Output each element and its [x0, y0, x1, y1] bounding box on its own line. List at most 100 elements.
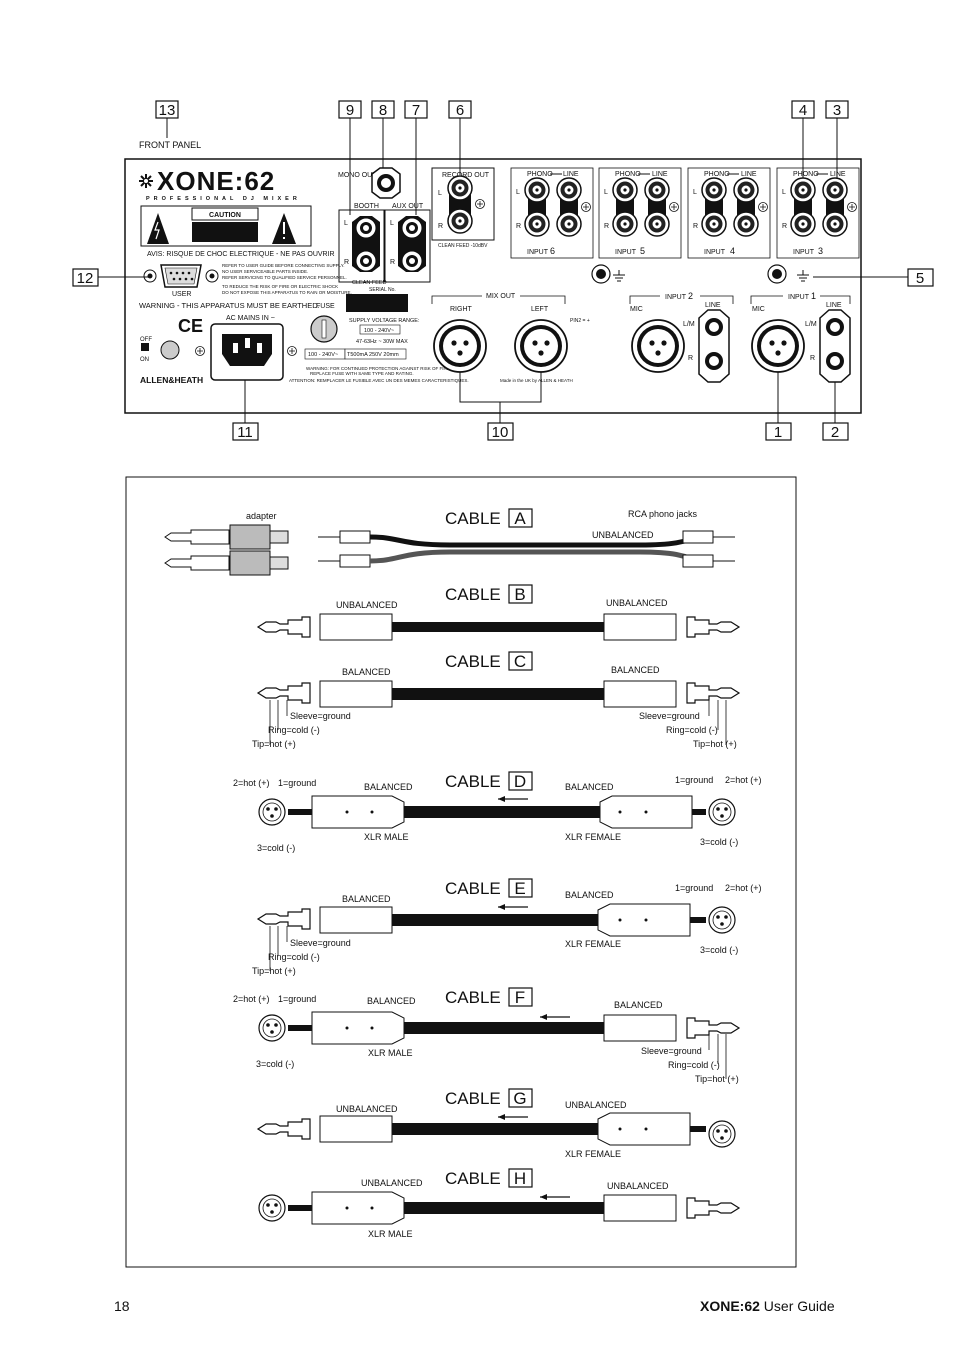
cable-b: CABLE B UNBALANCED UNBALANCED — [257, 584, 740, 641]
aux-out-label: AUX OUT — [392, 203, 424, 210]
warning-label: CAUTION — [140, 205, 312, 247]
svg-text:H: H — [514, 1169, 526, 1188]
svg-text:INPUT: INPUT — [527, 249, 549, 256]
record-out-jacks[interactable] — [447, 175, 473, 234]
cable-a: CABLE A adapter RCA phono jacks UNBALANC… — [164, 508, 735, 576]
svg-text:R: R — [344, 259, 349, 266]
avis-text: AVIS: RISQUE DE CHOC ELECTRIQUE - NE PAS… — [147, 251, 335, 258]
arrow-left-icon — [498, 904, 505, 910]
footer-guide: User Guide — [759, 1298, 835, 1314]
svg-text:2=hot (+): 2=hot (+) — [725, 775, 762, 785]
input-6-phono-r[interactable] — [524, 211, 550, 237]
ground-post-left[interactable] — [591, 264, 625, 284]
svg-text:MIC: MIC — [752, 306, 765, 313]
screw-icon — [287, 346, 297, 356]
fuse-holder[interactable] — [310, 315, 338, 343]
cable-h: CABLE H UNBALANCED UNBALANCED XLR MALE — [258, 1168, 740, 1239]
footer-title: XONE:62 User Guide — [700, 1298, 835, 1314]
svg-text:L: L — [344, 220, 348, 227]
svg-text:INPUT: INPUT — [665, 294, 687, 301]
input-6-line-l[interactable] — [556, 177, 582, 203]
input-5-line-r[interactable] — [644, 211, 670, 237]
input-3-line-l[interactable] — [822, 177, 848, 203]
svg-text:ON: ON — [140, 357, 149, 363]
svg-text:L: L — [516, 189, 520, 196]
svg-text:UNBALANCED: UNBALANCED — [607, 1181, 669, 1191]
mix-out-left-xlr[interactable] — [514, 319, 568, 373]
input-3-phono-r[interactable] — [790, 211, 816, 237]
svg-text:Sleeve=ground: Sleeve=ground — [290, 711, 351, 721]
iec-mains-socket[interactable] — [210, 323, 284, 381]
ground-post-right[interactable] — [767, 264, 809, 284]
svg-text:RIGHT: RIGHT — [450, 306, 473, 313]
input-6-line-r[interactable] — [556, 211, 582, 237]
callout-3: 3 — [825, 100, 849, 178]
svg-text:CAUTION: CAUTION — [209, 212, 241, 219]
input-5-line-l[interactable] — [644, 177, 670, 203]
xone-logo: XONE:62 PROFESSIONAL DJ MIXER — [139, 166, 297, 202]
svg-text:INPUT: INPUT — [788, 294, 810, 301]
front-panel-label: FRONT PANEL — [139, 140, 201, 150]
svg-text:LINE: LINE — [705, 302, 721, 309]
svg-text:BALANCED: BALANCED — [364, 782, 413, 792]
rca-plugs-left — [318, 530, 371, 568]
input-1-mic-xlr[interactable] — [751, 319, 805, 373]
svg-text:R: R — [688, 355, 693, 362]
svg-text:LINE: LINE — [563, 171, 579, 178]
mono-out-jack[interactable] — [371, 167, 401, 199]
input-4-line-r[interactable] — [733, 211, 759, 237]
svg-text:OFF: OFF — [140, 337, 152, 343]
mix-out-label: MIX OUT — [486, 293, 516, 300]
arrow-left-icon — [540, 1194, 547, 1200]
svg-text:UNBALANCED: UNBALANCED — [592, 530, 654, 540]
svg-text:2: 2 — [688, 291, 693, 301]
input-2-line-jacks[interactable] — [698, 309, 730, 383]
svg-text:Tip=hot (+): Tip=hot (+) — [693, 739, 737, 749]
fire-warning-2: REPLACE FUSE WITH SAME TYPE AND RATING. — [310, 371, 414, 376]
svg-text:3: 3 — [833, 102, 841, 119]
svg-text:R: R — [782, 223, 787, 230]
svg-text:L: L — [782, 189, 786, 196]
svg-text:C: C — [514, 652, 526, 671]
screw-icon — [475, 199, 485, 209]
svg-text:MIC: MIC — [630, 306, 643, 313]
svg-text:XLR FEMALE: XLR FEMALE — [565, 832, 621, 842]
page-number: 18 — [114, 1298, 130, 1314]
callout-2: 2 — [822, 382, 849, 441]
input-5-phono-r[interactable] — [612, 211, 638, 237]
svg-text:R: R — [810, 355, 815, 362]
svg-text:CABLE: CABLE — [445, 988, 501, 1007]
input-4-phono-l[interactable] — [701, 177, 727, 203]
aux-out-jacks[interactable] — [398, 216, 426, 272]
svg-text:3=cold (-): 3=cold (-) — [700, 837, 738, 847]
input-3-line-r[interactable] — [822, 211, 848, 237]
ground-icon — [797, 270, 809, 282]
svg-text:2=hot (+): 2=hot (+) — [233, 994, 270, 1004]
svg-text:13: 13 — [159, 102, 176, 119]
input-3-phono-l[interactable] — [790, 177, 816, 203]
svg-text:L/M: L/M — [683, 321, 695, 328]
user-port[interactable] — [143, 264, 219, 288]
svg-text:BALANCED: BALANCED — [565, 890, 614, 900]
input-2-mic-xlr[interactable] — [631, 319, 685, 373]
input-6-phono-l[interactable] — [524, 177, 550, 203]
svg-text:12: 12 — [77, 270, 94, 287]
power-switch[interactable]: OFF ON — [140, 337, 180, 363]
mix-out-right-xlr[interactable] — [433, 319, 487, 373]
serial-label: SERIAL No. — [369, 287, 396, 293]
input-4-phono-r[interactable] — [701, 211, 727, 237]
svg-text:E: E — [514, 879, 525, 898]
svg-text:Tip=hot (+): Tip=hot (+) — [252, 739, 296, 749]
booth-jacks[interactable] — [352, 216, 380, 272]
input-5-phono-l[interactable] — [612, 177, 638, 203]
input-4-line-l[interactable] — [733, 177, 759, 203]
svg-text:L: L — [438, 190, 442, 197]
cable-c: CABLE C BALANCED BALANCED Sleeve=ground … — [252, 651, 740, 749]
input-1-line-jacks[interactable] — [819, 309, 851, 383]
svg-text:XLR FEMALE: XLR FEMALE — [565, 939, 621, 949]
svg-text:A: A — [514, 509, 526, 528]
brand-label: ALLEN&HEATH — [140, 375, 203, 385]
svg-text:UNBALANCED: UNBALANCED — [606, 598, 668, 608]
service-text-1: REFER TO USER GUIDE BEFORE CONNECTING SU… — [222, 263, 344, 268]
svg-text:XLR MALE: XLR MALE — [368, 1048, 413, 1058]
